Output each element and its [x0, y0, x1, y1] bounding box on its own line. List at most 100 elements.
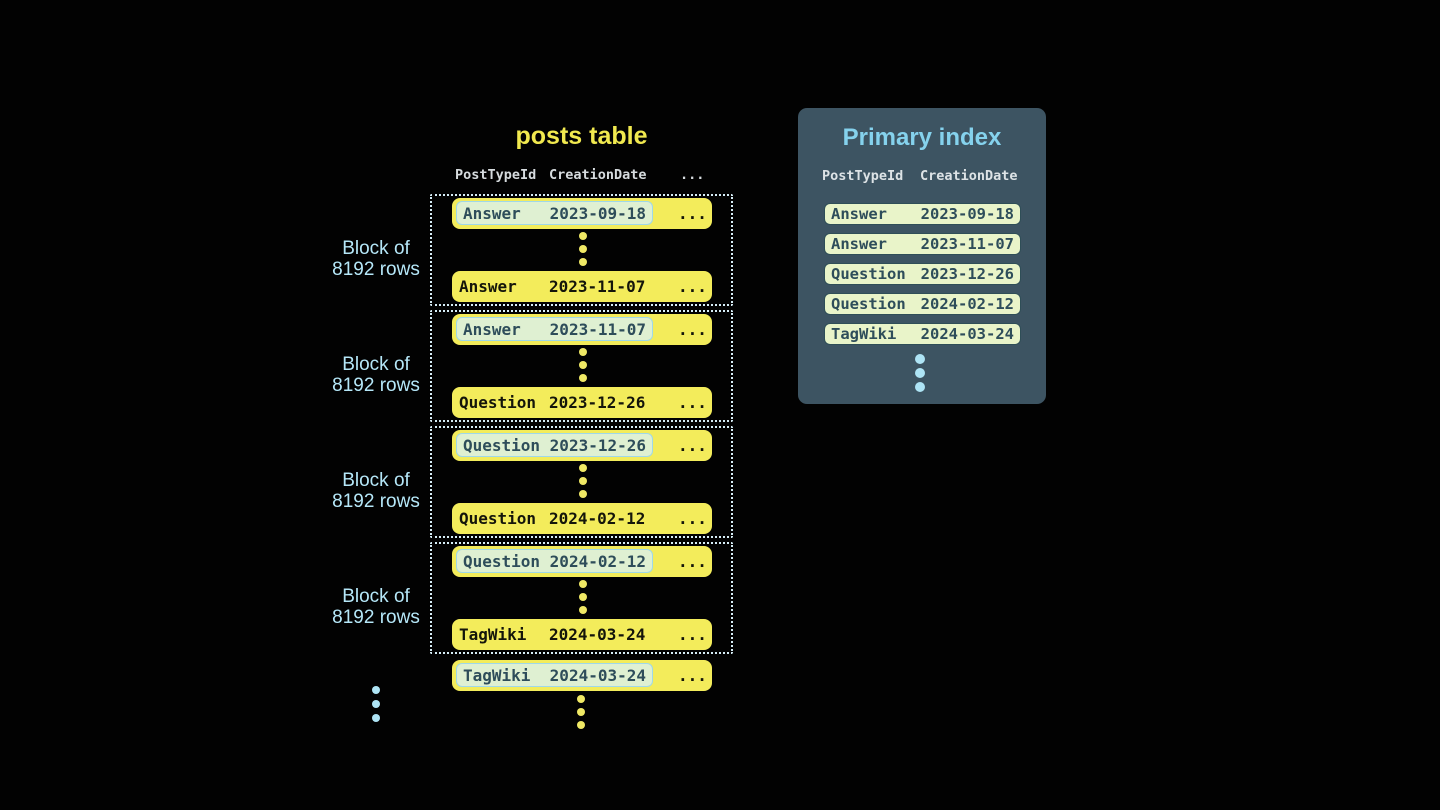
cell-creation-date: 2023-11-07: [920, 235, 1014, 253]
index-continuation-dots: [915, 354, 925, 396]
index-row-pill: Answer 2023-09-18: [824, 203, 1021, 225]
column-header-posttypeid: PostTypeId: [822, 168, 904, 184]
rows-ellipsis-dots: [579, 580, 587, 619]
cell-post-type: Question: [459, 393, 537, 412]
block-label-line1: Block of: [342, 470, 410, 491]
dot: [579, 477, 587, 485]
block-label-line1: Block of: [342, 586, 410, 607]
table-row-first: Answer 2023-11-07 ...: [452, 314, 712, 345]
block-label-line2: 8192 rows: [332, 259, 420, 280]
cell-creation-date: 2024-02-12: [549, 509, 646, 528]
cell-post-type: Question: [831, 265, 906, 283]
cell-post-type: Answer: [831, 205, 887, 223]
row-ellipsis: ...: [678, 666, 707, 685]
block-label: Block of 8192 rows: [286, 586, 466, 628]
block-label: Block of 8192 rows: [286, 354, 466, 396]
rows-ellipsis-dots: [579, 348, 587, 387]
block-label: Block of 8192 rows: [286, 238, 466, 280]
table-continuation-dots: [577, 695, 585, 734]
cell-creation-date: 2023-11-07: [549, 319, 646, 339]
dot: [577, 695, 585, 703]
cell-creation-date: 2023-11-07: [549, 277, 646, 296]
posts-table-title: posts table: [515, 122, 648, 150]
cell-creation-date: 2024-03-24: [549, 665, 646, 685]
column-header-creationdate: CreationDate: [549, 167, 647, 183]
overflow-row: TagWiki 2024-03-24 ...: [452, 660, 712, 691]
index-row-pill: Answer 2023-11-07: [824, 233, 1021, 255]
dot: [577, 721, 585, 729]
row-highlight-pill: Answer 2023-09-18: [456, 201, 653, 225]
row-highlight-pill: Question 2023-12-26: [456, 433, 653, 457]
index-row-pill: Question 2024-02-12: [824, 293, 1021, 315]
dot: [372, 714, 380, 722]
column-header-ellipsis: ...: [680, 167, 705, 183]
rows-ellipsis-dots: [579, 464, 587, 503]
cell-post-type: TagWiki: [459, 625, 527, 644]
block-label-line2: 8192 rows: [332, 491, 420, 512]
row-ellipsis: ...: [678, 509, 707, 528]
row-ellipsis: ...: [678, 552, 707, 571]
table-row-last: Question 2024-02-12 ...: [452, 503, 712, 534]
row-ellipsis: ...: [678, 625, 707, 644]
dot: [372, 686, 380, 694]
row-highlight-pill: TagWiki 2024-03-24: [456, 663, 653, 687]
table-row-first: Question 2023-12-26 ...: [452, 430, 712, 461]
primary-index-title: Primary index: [842, 124, 1002, 151]
cell-creation-date: 2023-12-26: [549, 393, 646, 412]
cell-post-type: Answer: [831, 235, 887, 253]
dot: [579, 258, 587, 266]
column-header-creationdate: CreationDate: [920, 168, 1018, 184]
posts-block-3: Question 2023-12-26 ... Question 2024-02…: [430, 426, 733, 538]
posts-block-1: Answer 2023-09-18 ... Answer 2023-11-07 …: [430, 194, 733, 306]
table-row-last: TagWiki 2024-03-24 ...: [452, 619, 712, 650]
table-row-first: Answer 2023-09-18 ...: [452, 198, 712, 229]
index-row-pill: Question 2023-12-26: [824, 263, 1021, 285]
dot: [579, 593, 587, 601]
dot: [579, 580, 587, 588]
cell-post-type: Question: [463, 435, 541, 455]
cell-creation-date: 2024-03-24: [920, 325, 1014, 343]
table-row-first: Question 2024-02-12 ...: [452, 546, 712, 577]
row-ellipsis: ...: [678, 204, 707, 223]
cell-creation-date: 2024-03-24: [549, 625, 646, 644]
block-label-line1: Block of: [342, 354, 410, 375]
dot: [579, 374, 587, 382]
rows-ellipsis-dots: [579, 232, 587, 271]
row-ellipsis: ...: [678, 436, 707, 455]
dot: [579, 245, 587, 253]
dot: [579, 490, 587, 498]
dot: [579, 464, 587, 472]
cell-creation-date: 2024-02-12: [549, 551, 646, 571]
row-highlight-pill: Answer 2023-11-07: [456, 317, 653, 341]
cell-creation-date: 2024-02-12: [920, 295, 1014, 313]
dot: [372, 700, 380, 708]
dot: [915, 354, 925, 364]
cell-post-type: Question: [831, 295, 906, 313]
blocks-continuation-dots: [372, 686, 380, 728]
cell-creation-date: 2023-09-18: [920, 205, 1014, 223]
posts-block-4: Question 2024-02-12 ... TagWiki 2024-03-…: [430, 542, 733, 654]
posts-table-column-headers: PostTypeId CreationDate ...: [430, 167, 733, 185]
dot: [915, 368, 925, 378]
primary-index-panel: Primary index PostTypeId CreationDate An…: [798, 108, 1046, 404]
cell-post-type: Answer: [463, 203, 521, 223]
block-label: Block of 8192 rows: [286, 470, 466, 512]
block-label-line2: 8192 rows: [332, 375, 420, 396]
cell-post-type: TagWiki: [831, 325, 897, 343]
column-header-posttypeid: PostTypeId: [455, 167, 537, 183]
dot: [915, 382, 925, 392]
cell-post-type: TagWiki: [463, 665, 531, 685]
row-highlight-pill: Question 2024-02-12: [456, 549, 653, 573]
block-label-line2: 8192 rows: [332, 607, 420, 628]
cell-post-type: Answer: [459, 277, 517, 296]
dot: [579, 348, 587, 356]
row-ellipsis: ...: [678, 277, 707, 296]
table-row-last: Question 2023-12-26 ...: [452, 387, 712, 418]
posts-block-2: Answer 2023-11-07 ... Question 2023-12-2…: [430, 310, 733, 422]
index-row-pill: TagWiki 2024-03-24: [824, 323, 1021, 345]
primary-index-column-headers: PostTypeId CreationDate: [798, 168, 1046, 186]
cell-post-type: Answer: [463, 319, 521, 339]
cell-creation-date: 2023-12-26: [549, 435, 646, 455]
row-ellipsis: ...: [678, 393, 707, 412]
